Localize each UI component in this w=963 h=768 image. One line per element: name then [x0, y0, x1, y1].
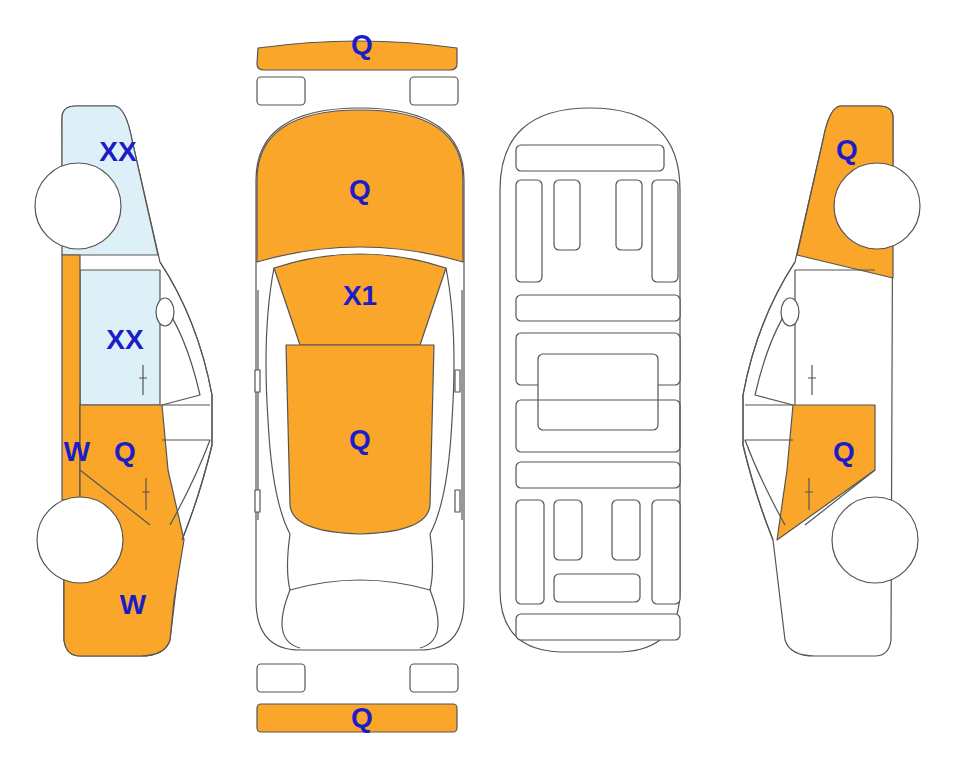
right-side-view — [743, 106, 920, 656]
damage-code: XX — [99, 138, 136, 166]
damage-code: Q — [351, 704, 373, 732]
damage-code: Q — [114, 438, 136, 466]
damage-code: XX — [106, 326, 143, 354]
damage-code: Q — [349, 426, 371, 454]
left-side-view — [35, 106, 212, 656]
damage-code: X1 — [343, 282, 377, 310]
damage-code: Q — [836, 136, 858, 164]
damage-code: Q — [351, 31, 373, 59]
top-view — [255, 41, 464, 732]
underbody-view — [500, 108, 680, 652]
damage-code: W — [64, 438, 90, 466]
damage-code: Q — [349, 176, 371, 204]
damage-code: W — [120, 591, 146, 619]
damage-code: Q — [833, 438, 855, 466]
